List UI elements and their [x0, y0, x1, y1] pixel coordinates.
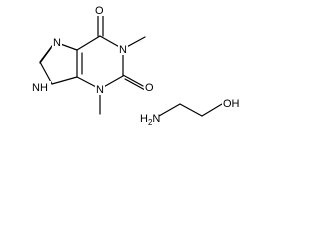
bond-c2-o-double: [124, 78, 146, 91]
bond-n7-c8-inner: [39, 47, 52, 64]
atom-label-o-top: O: [95, 5, 104, 17]
atom-label-nh-imidazole: NH: [32, 82, 48, 94]
atom-label-o-right: O: [145, 82, 154, 94]
chemical-structure-drawing: O N O N N NH H2N OH: [31, 4, 240, 127]
atom-label-hydroxyl: OH: [223, 98, 240, 110]
atom-label-n-methyl-bottom: N: [96, 84, 104, 96]
ethanolamine-molecule: H2N OH: [139, 97, 240, 127]
theophylline-molecule: O N O N N NH: [31, 4, 154, 115]
structure-canvas: O N O N N NH H2N OH: [0, 0, 258, 135]
bond-c2-o: [122, 74, 144, 87]
bond-c8-n9: [39, 61, 53, 85]
bond-n-c1: [158, 103, 181, 117]
bond-n9-c4: [51, 76, 78, 85]
bond-c1-c2: [179, 103, 203, 117]
atom-label-n-imidazole-top: N: [53, 37, 61, 49]
bond-c2-o: [201, 103, 223, 117]
atom-label-amine: H2N: [140, 113, 160, 127]
atom-label-n-methyl-top: N: [119, 44, 127, 56]
bond-c5-c6: [76, 35, 101, 51]
